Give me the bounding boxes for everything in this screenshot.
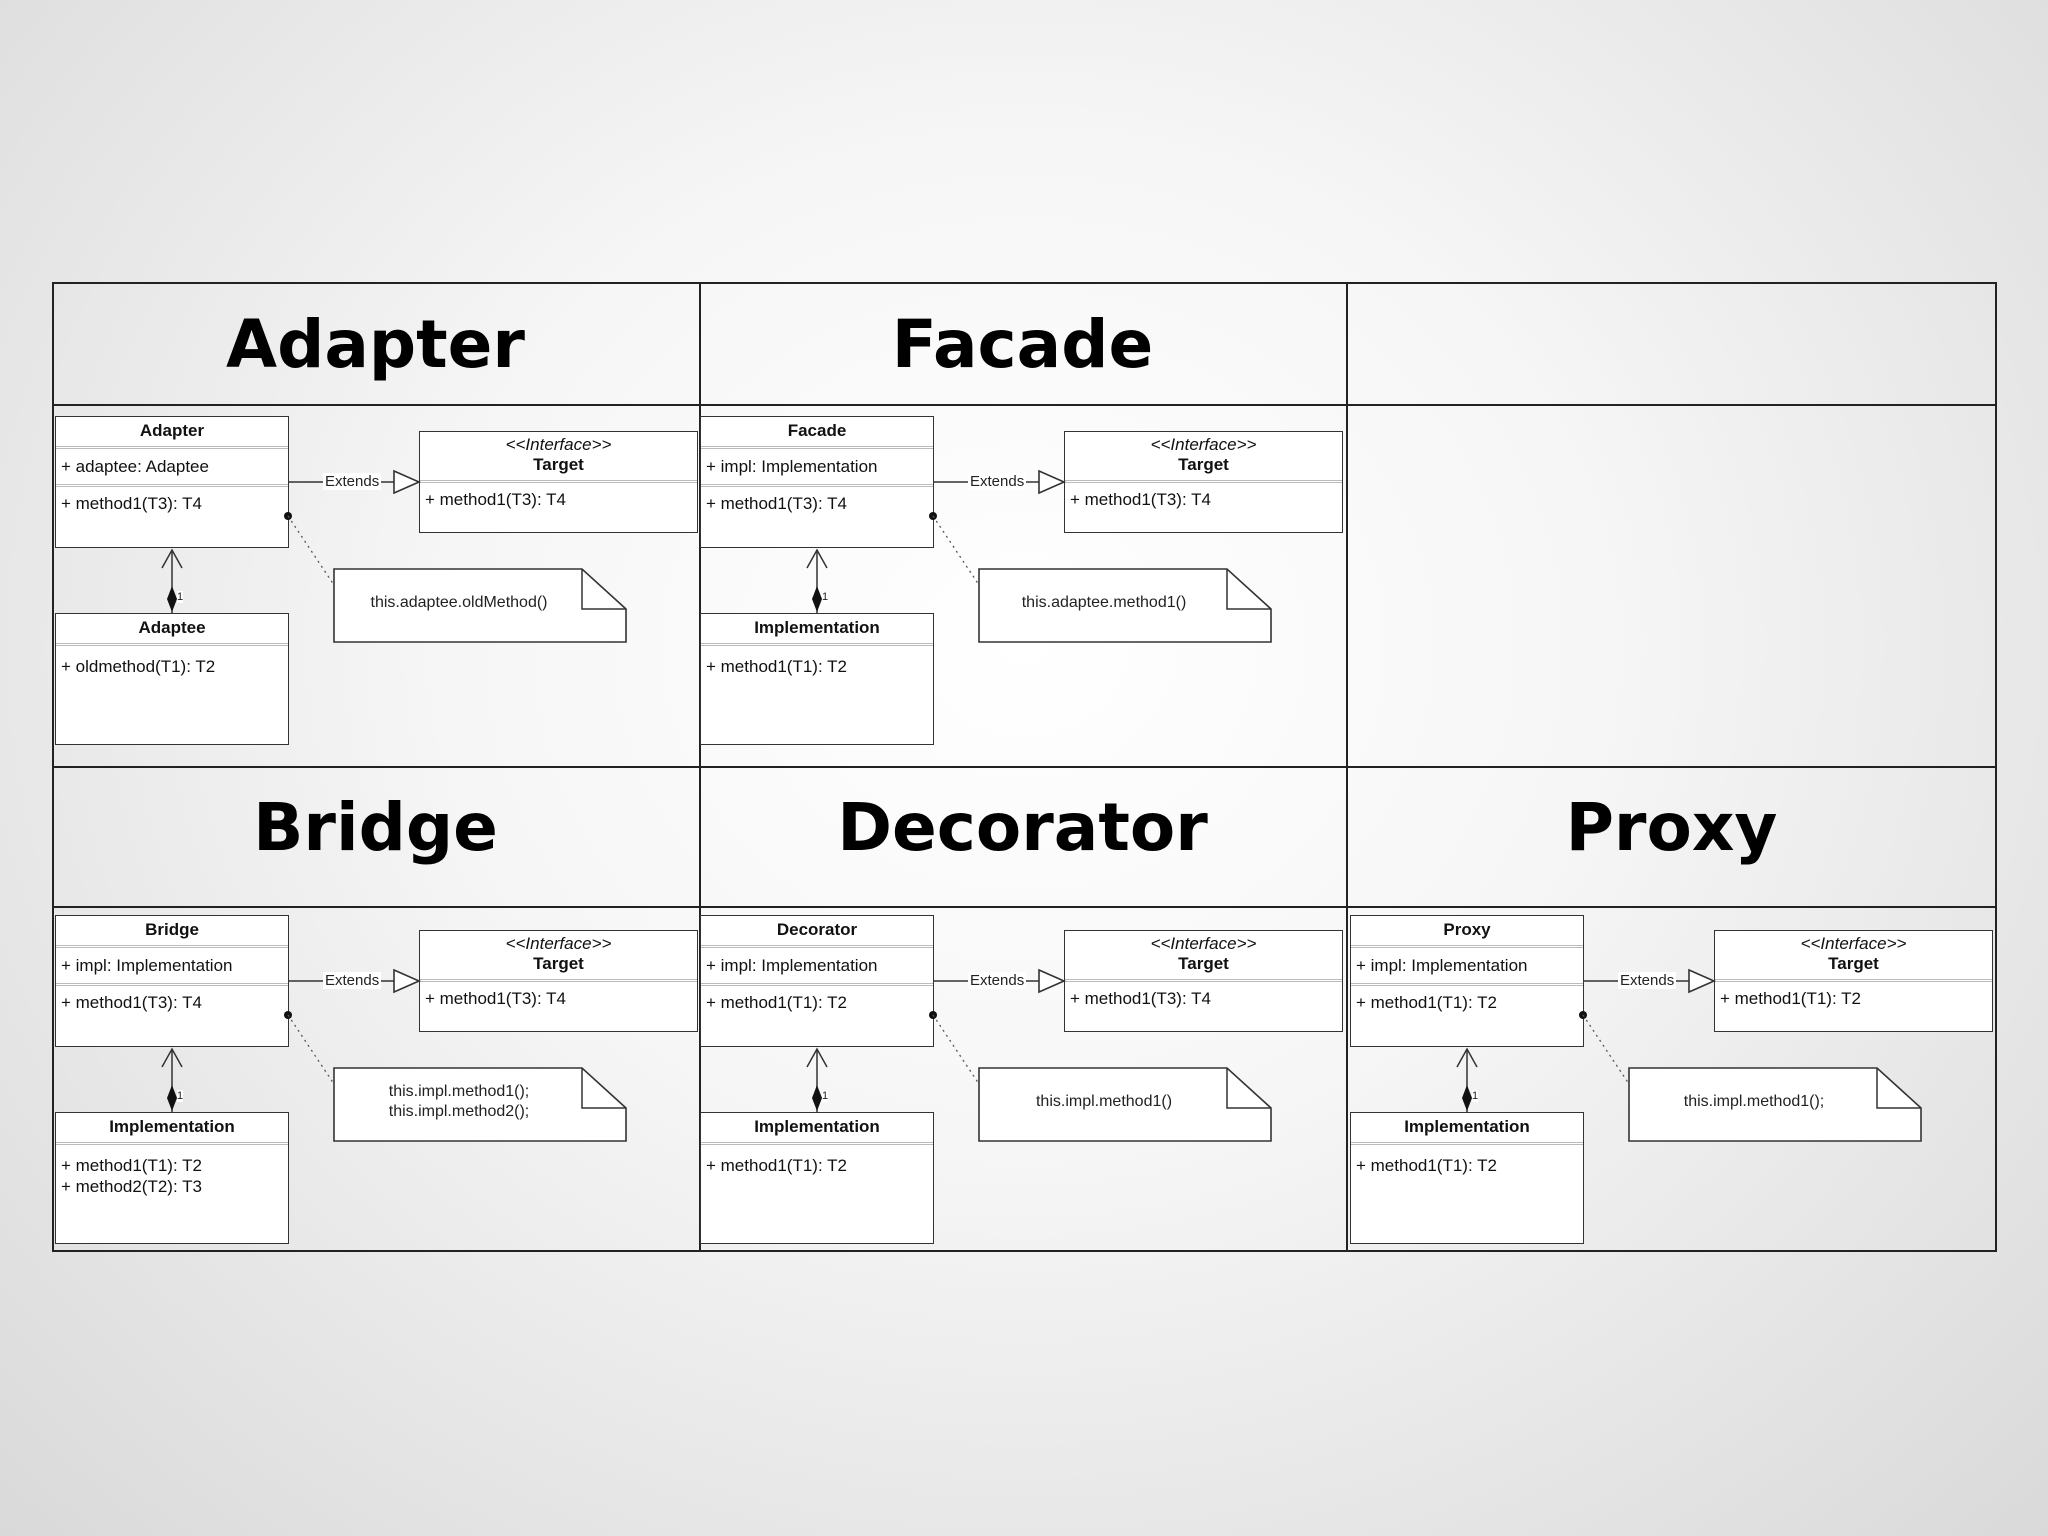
- interface-stereotype: <<Interface>>: [1150, 934, 1257, 953]
- class-method: + method1(T1): T2: [706, 657, 847, 676]
- extends-label: Extends: [968, 972, 1027, 989]
- extends-label: Extends: [1618, 972, 1677, 989]
- uml-class-adapter: Adapter + adaptee: Adaptee + method1(T3)…: [55, 416, 289, 548]
- class-name: Facade: [701, 417, 933, 449]
- uml-class-composed: Implementation + method1(T1): T2 + method…: [55, 1112, 289, 1244]
- uml-class-composed: Implementation + method1(T1): T2: [700, 1112, 934, 1244]
- class-attribute: + impl: Implementation: [1356, 956, 1528, 975]
- interface-method: + method1(T1): T2: [1720, 989, 1861, 1008]
- note-text: this.impl.method1(); this.impl.method2();: [339, 1082, 579, 1122]
- class-method: + method2(T2): T3: [61, 1177, 202, 1196]
- note-line: this.adaptee.oldMethod(): [370, 594, 548, 611]
- grid-divider: [54, 404, 1995, 406]
- uml-class-composed: Implementation + method1(T1): T2: [700, 613, 934, 745]
- extends-label: Extends: [323, 972, 382, 989]
- interface-name: Target: [1715, 954, 1992, 982]
- interface-name: Target: [420, 954, 697, 982]
- uml-class-bridge: Bridge + impl: Implementation + method1(…: [55, 915, 289, 1047]
- interface-method: + method1(T3): T4: [1070, 989, 1211, 1008]
- pattern-title-adapter: Adapter: [226, 306, 525, 383]
- note-text: this.impl.method1();: [1634, 1092, 1874, 1112]
- uml-interface-target: <<Interface>> Target + method1(T3): T4: [1064, 930, 1343, 1032]
- multiplicity-label: 1: [822, 591, 829, 603]
- uml-interface-target: <<Interface>> Target + method1(T1): T2: [1714, 930, 1993, 1032]
- class-method: + method1(T1): T2: [1356, 993, 1497, 1012]
- class-attribute: + impl: Implementation: [706, 956, 878, 975]
- interface-method: + method1(T3): T4: [1070, 490, 1211, 509]
- class-name: Adaptee: [56, 614, 288, 646]
- class-name: Implementation: [701, 614, 933, 646]
- uml-interface-target: <<Interface>> Target + method1(T3): T4: [419, 431, 698, 533]
- class-name: Adapter: [56, 417, 288, 449]
- interface-method: + method1(T3): T4: [425, 989, 566, 1008]
- class-name: Implementation: [56, 1113, 288, 1145]
- class-method: + method1(T1): T2: [1356, 1156, 1497, 1175]
- uml-class-composed: Implementation + method1(T1): T2: [1350, 1112, 1584, 1244]
- uml-class-proxy: Proxy + impl: Implementation + method1(T…: [1350, 915, 1584, 1047]
- class-method: + method1(T1): T2: [706, 993, 847, 1012]
- interface-stereotype: <<Interface>>: [505, 934, 612, 953]
- class-name: Proxy: [1351, 916, 1583, 948]
- class-name: Decorator: [701, 916, 933, 948]
- note-text: this.adaptee.method1(): [984, 593, 1224, 613]
- interface-name: Target: [1065, 954, 1342, 982]
- note-line: this.adaptee.method1(): [1021, 594, 1187, 611]
- pattern-title-bridge: Bridge: [253, 789, 498, 866]
- class-name: Bridge: [56, 916, 288, 948]
- extends-label: Extends: [323, 473, 382, 490]
- note-line: this.impl.method1();: [1683, 1093, 1825, 1110]
- interface-stereotype: <<Interface>>: [1150, 435, 1257, 454]
- note-line: this.impl.method1();: [388, 1083, 530, 1100]
- pattern-title-decorator: Decorator: [837, 789, 1208, 866]
- uml-interface-target: <<Interface>> Target + method1(T3): T4: [1064, 431, 1343, 533]
- pattern-title-facade: Facade: [891, 306, 1154, 383]
- multiplicity-label: 1: [822, 1090, 829, 1102]
- uml-interface-target: <<Interface>> Target + method1(T3): T4: [419, 930, 698, 1032]
- interface-name: Target: [1065, 455, 1342, 483]
- note-line: this.impl.method2();: [388, 1103, 530, 1120]
- interface-method: + method1(T3): T4: [425, 490, 566, 509]
- multiplicity-label: 1: [1472, 1090, 1479, 1102]
- class-attribute: + impl: Implementation: [706, 457, 878, 476]
- multiplicity-label: 1: [177, 1090, 184, 1102]
- grid-divider: [54, 766, 1995, 768]
- class-name: Implementation: [701, 1113, 933, 1145]
- class-method: + method1(T3): T4: [61, 993, 202, 1012]
- uml-class-decorator: Decorator + impl: Implementation + metho…: [700, 915, 934, 1047]
- class-attribute: + impl: Implementation: [61, 956, 233, 975]
- multiplicity-label: 1: [177, 591, 184, 603]
- pattern-title-proxy: Proxy: [1565, 789, 1778, 866]
- class-method: + method1(T1): T2: [706, 1156, 847, 1175]
- class-method: + oldmethod(T1): T2: [61, 657, 216, 676]
- uml-class-composed: Adaptee + oldmethod(T1): T2: [55, 613, 289, 745]
- class-attribute: + adaptee: Adaptee: [61, 457, 209, 476]
- grid-divider: [54, 906, 1995, 908]
- interface-stereotype: <<Interface>>: [505, 435, 612, 454]
- uml-class-facade: Facade + impl: Implementation + method1(…: [700, 416, 934, 548]
- class-method: + method1(T1): T2: [61, 1156, 202, 1175]
- note-text: this.impl.method1(): [984, 1092, 1224, 1112]
- extends-label: Extends: [968, 473, 1027, 490]
- note-line: this.impl.method1(): [1035, 1093, 1173, 1110]
- interface-name: Target: [420, 455, 697, 483]
- class-method: + method1(T3): T4: [61, 494, 202, 513]
- note-text: this.adaptee.oldMethod(): [339, 593, 579, 613]
- class-name: Implementation: [1351, 1113, 1583, 1145]
- interface-stereotype: <<Interface>>: [1800, 934, 1907, 953]
- class-method: + method1(T3): T4: [706, 494, 847, 513]
- pattern-grid: [52, 282, 1997, 1252]
